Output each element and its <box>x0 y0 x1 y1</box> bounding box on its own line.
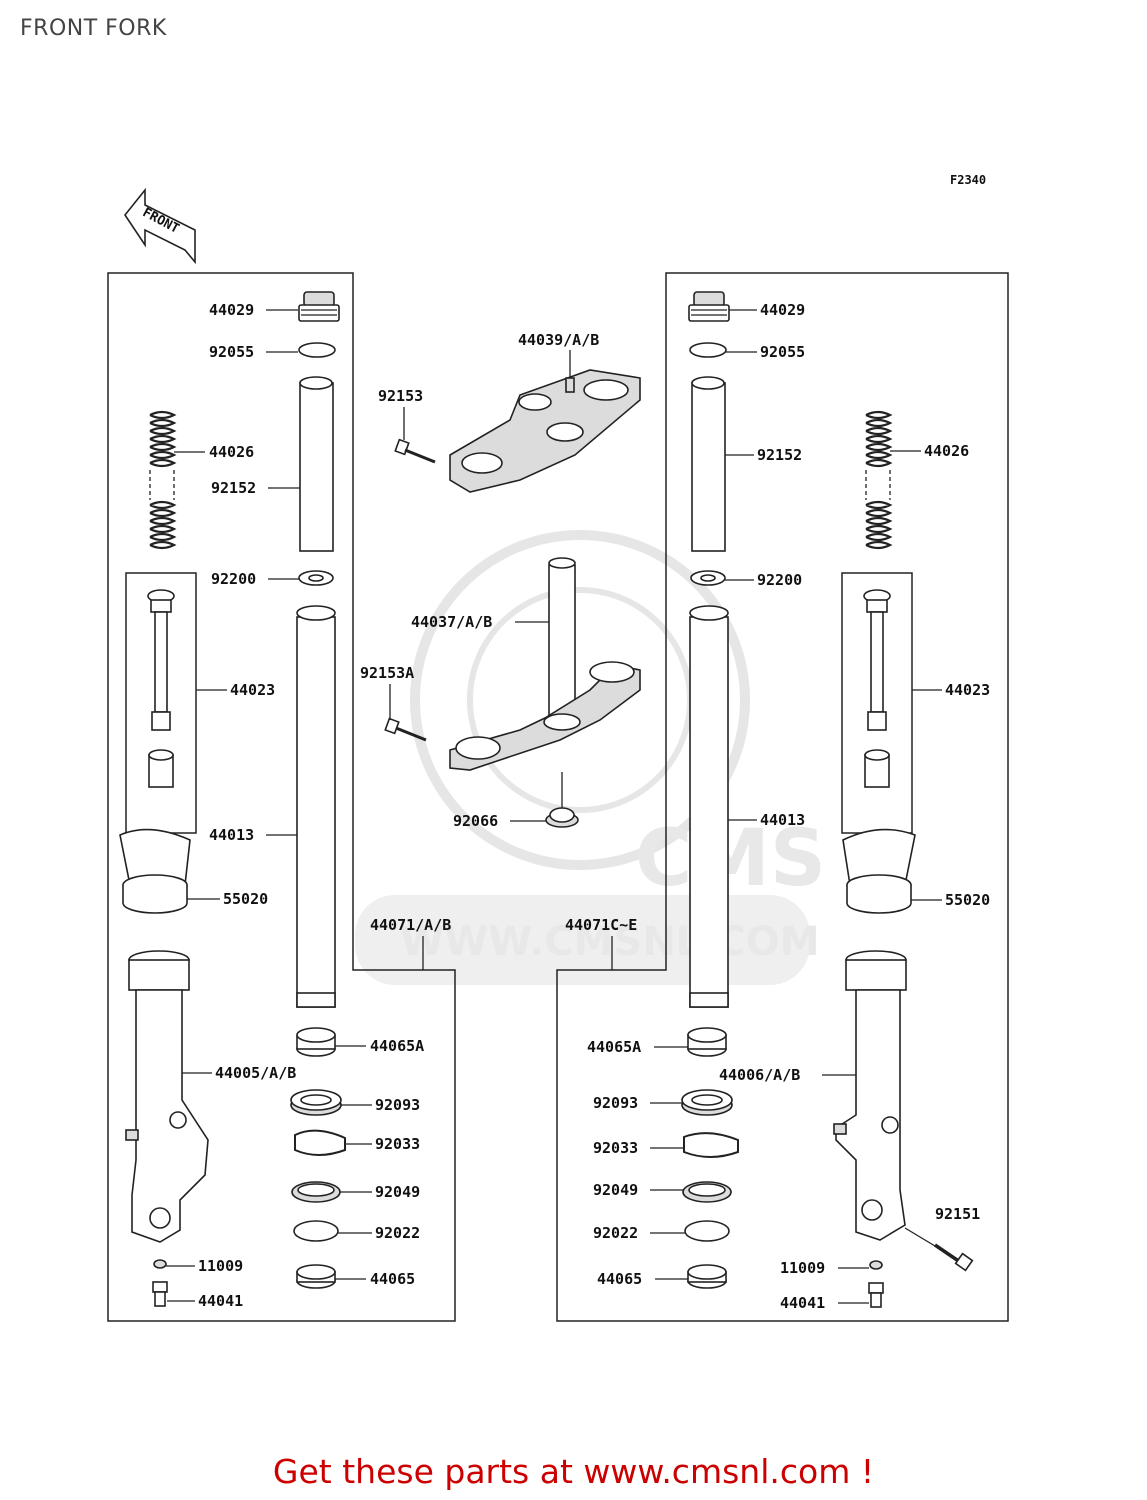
label-r92093: 92093 <box>593 1094 638 1112</box>
figure-code: F2340 <box>950 173 986 187</box>
right-washer <box>690 570 726 586</box>
label-r11009: 11009 <box>780 1259 825 1277</box>
label-l44029: 44029 <box>209 301 254 319</box>
right-gasket <box>869 1260 883 1270</box>
label-r44006: 44006/A/B <box>719 1066 800 1084</box>
label-l44005: 44005/A/B <box>215 1064 296 1082</box>
label-c44039: 44039/A/B <box>518 331 599 349</box>
right-drain-bolt <box>868 1282 884 1308</box>
lower-pinch-bolt <box>384 717 427 742</box>
label-l11009: 11009 <box>198 1257 243 1275</box>
label-r92152: 92152 <box>757 446 802 464</box>
label-r92049: 92049 <box>593 1181 638 1199</box>
left-fork-spring <box>149 410 177 550</box>
label-l44065A: 44065A <box>370 1037 424 1055</box>
watermark-logo-text: CMS <box>635 814 826 904</box>
label-r92055: 92055 <box>760 343 805 361</box>
label-l92049: 92049 <box>375 1183 420 1201</box>
left-spacer-tube <box>299 376 334 552</box>
front-arrow-icon: FRONT <box>124 187 196 265</box>
right-guide-bushing-a <box>687 1027 727 1057</box>
label-r44065: 44065 <box>597 1270 642 1288</box>
label-r44023: 44023 <box>945 681 990 699</box>
upper-pinch-bolt <box>394 438 436 464</box>
right-oil-seal <box>681 1089 733 1116</box>
label-r44065A: 44065A <box>587 1038 641 1056</box>
label-c44071: 44071/A/B <box>370 916 451 934</box>
left-inner-tube <box>296 605 336 1008</box>
label-l44065: 44065 <box>370 1270 415 1288</box>
left-oil-seal <box>290 1089 342 1116</box>
label-c92153: 92153 <box>378 387 423 405</box>
right-labels: 44029 92055 92152 44026 92200 44023 4401… <box>587 301 990 1312</box>
left-fork-cap-bolt <box>298 291 340 322</box>
left-circlip <box>294 1129 346 1156</box>
label-c92066: 92066 <box>453 812 498 830</box>
left-outer-tube <box>125 950 209 1243</box>
right-damper-rod <box>863 589 891 788</box>
right-outer-tube <box>833 950 907 1241</box>
right-dust-seal <box>682 1181 732 1203</box>
upper-steering-bracket <box>449 369 641 493</box>
right-o-ring <box>689 342 727 358</box>
left-fork-box <box>107 272 456 1322</box>
label-r92200: 92200 <box>757 571 802 589</box>
label-r55020: 55020 <box>945 891 990 909</box>
watermark-url-text: WWW.CMSNL.COM <box>400 919 820 965</box>
left-labels: 44029 92055 44026 92152 92200 44023 4401… <box>166 301 424 1310</box>
label-l92152: 92152 <box>211 479 256 497</box>
label-r92022: 92022 <box>593 1224 638 1242</box>
label-c92153A: 92153A <box>360 664 414 682</box>
left-drain-bolt <box>152 1281 168 1307</box>
right-spacer-tube <box>691 376 726 552</box>
label-l92033: 92033 <box>375 1135 420 1153</box>
label-l44041: 44041 <box>198 1292 243 1310</box>
watermark-logo-ring <box>410 530 750 870</box>
right-circlip <box>683 1132 739 1158</box>
right-guide-bushing <box>687 1264 727 1289</box>
right-fork-guard <box>842 828 916 914</box>
center-labels: 44039/A/B 92153 44037/A/B 92153A 92066 4… <box>360 331 637 970</box>
label-r44013: 44013 <box>760 811 805 829</box>
left-dust-seal <box>291 1181 341 1203</box>
left-damper-rod <box>147 589 175 788</box>
label-r44041: 44041 <box>780 1294 825 1312</box>
label-r44029: 44029 <box>760 301 805 319</box>
left-gasket <box>153 1259 167 1269</box>
label-r92151: 92151 <box>935 1205 980 1223</box>
label-l92055: 92055 <box>209 343 254 361</box>
steering-stem-seal <box>545 807 579 828</box>
label-l44013: 44013 <box>209 826 254 844</box>
footer-link[interactable]: Get these parts at www.cmsnl.com ! <box>272 1452 875 1491</box>
label-l92022: 92022 <box>375 1224 420 1242</box>
page-title: FRONT FORK <box>20 16 167 41</box>
label-l92093: 92093 <box>375 1096 420 1114</box>
right-axle-pinch-bolt <box>934 1243 974 1272</box>
left-seal-washer <box>293 1220 339 1242</box>
label-c44037: 44037/A/B <box>411 613 492 631</box>
label-l44023: 44023 <box>230 681 275 699</box>
label-l92200: 92200 <box>211 570 256 588</box>
right-fork-box <box>556 272 1009 1322</box>
left-guide-bushing <box>296 1264 336 1289</box>
right-seal-washer <box>684 1220 730 1242</box>
left-guide-bushing-a <box>296 1027 336 1057</box>
left-fork-guard <box>119 828 191 914</box>
right-fork-cap-bolt <box>688 291 730 322</box>
left-o-ring <box>298 342 336 358</box>
right-fork-spring <box>865 410 893 550</box>
right-inner-tube <box>689 605 729 1008</box>
steering-stem-lower-bracket <box>449 557 641 771</box>
label-l44026: 44026 <box>209 443 254 461</box>
left-washer <box>298 570 334 586</box>
label-r92033: 92033 <box>593 1139 638 1157</box>
label-l55020: 55020 <box>223 890 268 908</box>
label-c44071C: 44071C~E <box>565 916 637 934</box>
label-r44026: 44026 <box>924 442 969 460</box>
